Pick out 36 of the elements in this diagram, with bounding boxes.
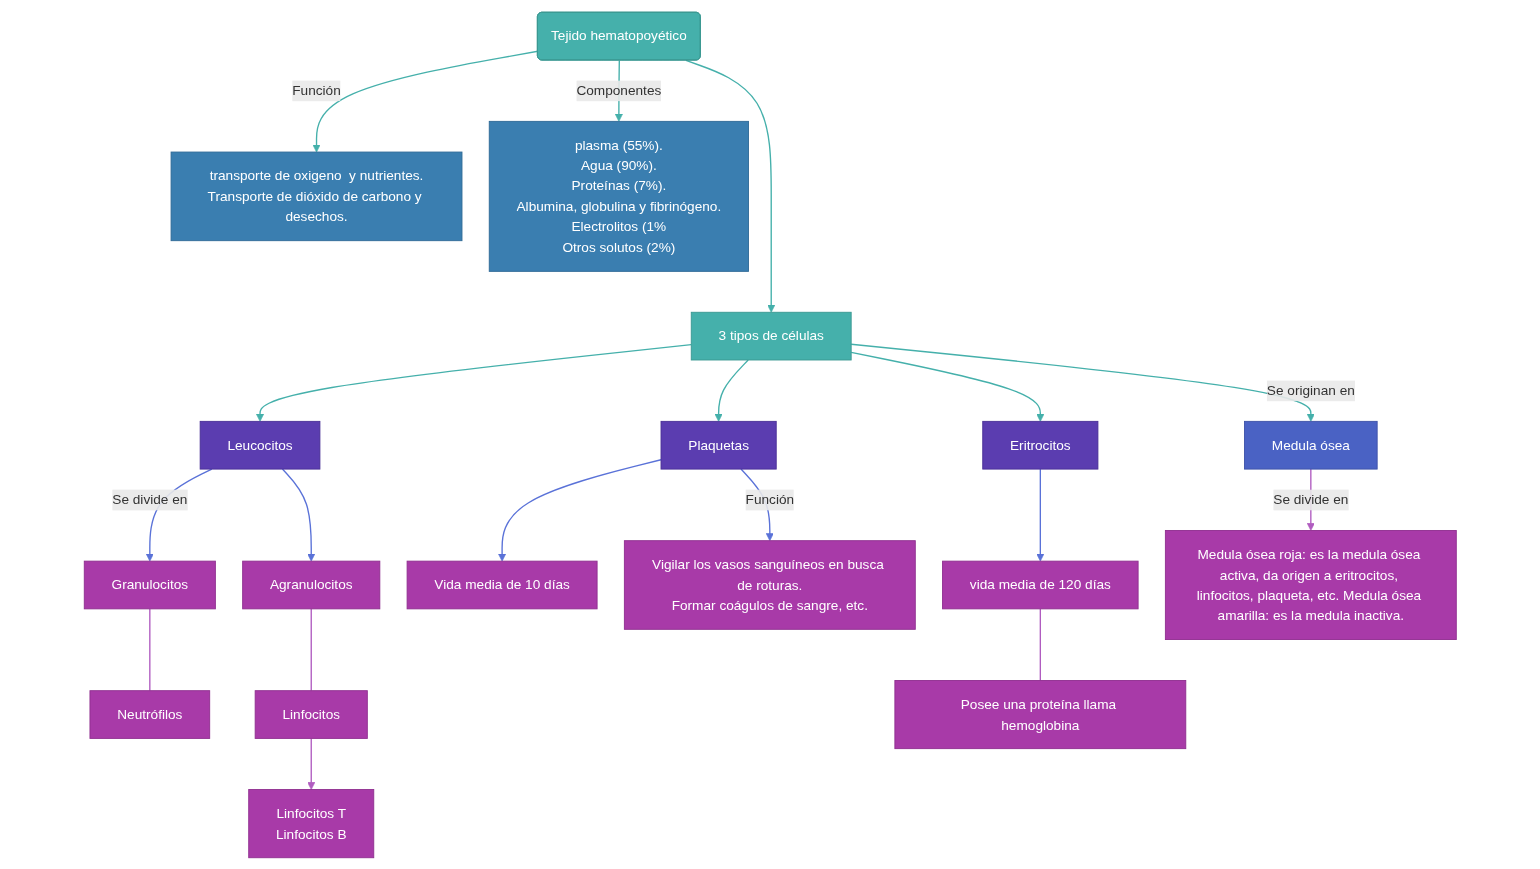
node-box: Leucocitos: [199, 420, 321, 470]
node-box: Vigilar los vasos sanguíneos en busca de roturas. Formar coágulos de sangre, etc.: [623, 539, 916, 630]
node-box: Neutrófilos: [89, 689, 210, 739]
node-box: 3 tipos de células: [690, 311, 852, 360]
node-box: Linfocitos T Linfocitos B: [248, 788, 374, 858]
arrow: [850, 343, 1315, 422]
connector: [310, 607, 312, 691]
connector: [148, 607, 151, 691]
node-box: Linfocitos: [254, 689, 368, 739]
node-box: Eritrocitos: [982, 420, 1099, 470]
edge-label: Función: [745, 490, 794, 507]
connector: [1039, 607, 1041, 681]
arrow: [281, 467, 315, 561]
node-box: Vida media de 10 días: [406, 560, 598, 609]
node-box: vida media de 120 días: [941, 560, 1139, 609]
edge-label: Se divide en: [1273, 490, 1349, 507]
node-box: Medula ósea roja: es la medula ósea activa, da origen a eritrocitos, linfocitos, plaqueta, etc. Medula ósea amarilla: es la medula inactiva.: [1164, 529, 1457, 640]
edge-label: Función: [291, 81, 341, 98]
node-box: transporte de oxigeno y nutrientes. Transporte de dióxido de carbono y desechos.: [170, 151, 463, 241]
arrow: [685, 59, 775, 313]
arrow: [497, 458, 662, 561]
node-box: Agranulocitos: [241, 560, 380, 609]
arrow: [1036, 467, 1045, 561]
node-box: Granulocitos: [83, 560, 216, 609]
edge-label: Se originan en: [1266, 381, 1355, 398]
edge-label: Se divide en: [112, 490, 188, 507]
edge-label: Componentes: [576, 81, 662, 98]
arrow: [312, 50, 539, 152]
node-box: Plaquetas: [660, 420, 777, 470]
arrow: [306, 737, 315, 790]
node-box: plasma (55%). Agua (90%). Proteínas (7%). Albumina, globulina y fibrinógeno. Electrolitos (1% Otros solutos (2%): [488, 120, 749, 272]
node-box: Posee una proteína llama hemoglobina: [894, 679, 1186, 749]
node-box: Medula ósea: [1243, 420, 1378, 470]
arrow: [714, 358, 749, 422]
arrow: [850, 351, 1045, 422]
arrow: [255, 343, 692, 422]
